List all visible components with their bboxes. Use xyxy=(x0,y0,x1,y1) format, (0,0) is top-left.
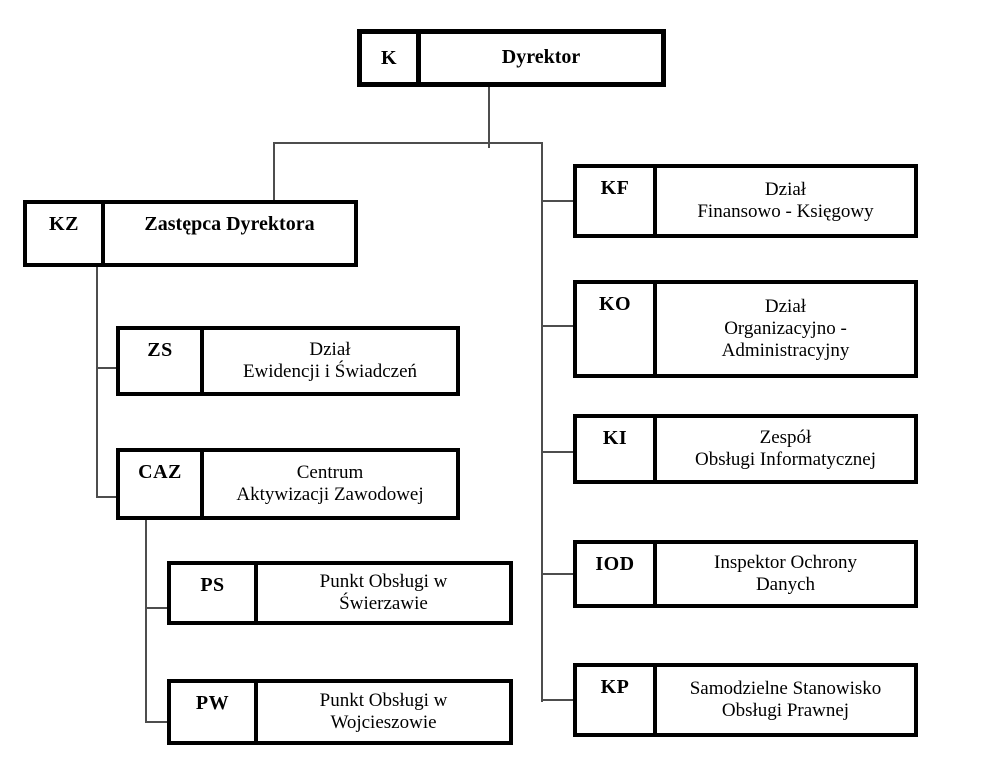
org-node-caz-code: CAZ xyxy=(120,452,204,516)
org-node-pw-code: PW xyxy=(171,683,258,741)
connector-line xyxy=(97,496,116,498)
org-node-caz-label: Centrum Aktywizacji Zawodowej xyxy=(236,461,424,505)
connector-line xyxy=(488,87,490,148)
org-node-punkt-wojcieszow: PW Punkt Obsługi w Wojcieszowie xyxy=(167,679,513,745)
org-node-kp-code: KP xyxy=(577,667,657,733)
org-node-kf-label: Dział Finansowo - Księgowy xyxy=(697,178,874,222)
connector-line xyxy=(146,721,167,723)
org-node-inspektor-ochrony-danych: IOD Inspektor Ochrony Danych xyxy=(573,540,918,608)
org-node-zs-code: ZS xyxy=(120,330,204,392)
org-node-ko-code: KO xyxy=(577,284,657,374)
org-node-dzial-finansowo-ksiegowy: KF Dział Finansowo - Księgowy xyxy=(573,164,918,238)
org-node-zastepca-dyrektora: KZ Zastępca Dyrektora xyxy=(23,200,358,267)
org-node-kf-code: KF xyxy=(577,168,657,234)
connector-line xyxy=(273,143,275,200)
org-node-ps-label: Punkt Obsługi w Świerzawie xyxy=(319,570,448,614)
connector-line xyxy=(542,573,573,575)
org-node-ki-label: Zespół Obsługi Informatycznej xyxy=(695,426,876,470)
connector-line xyxy=(97,367,116,369)
org-node-dyrektor: K Dyrektor xyxy=(357,29,666,87)
org-node-dyrektor-label: Dyrektor xyxy=(501,46,581,69)
org-node-zespol-obslugi-informatycznej: KI Zespół Obsługi Informatycznej xyxy=(573,414,918,484)
org-node-kp-label: Samodzielne Stanowisko Obsługi Prawnej xyxy=(689,677,882,721)
org-node-ko-label: Dział Organizacyjno - Administracyjny xyxy=(721,295,850,362)
connector-line xyxy=(146,607,167,609)
org-node-dzial-ewidencji: ZS Dział Ewidencji i Świadczeń xyxy=(116,326,460,396)
org-node-iod-code: IOD xyxy=(577,544,657,604)
org-node-zastepca-label: Zastępca Dyrektora xyxy=(144,213,315,235)
org-node-zs-label: Dział Ewidencji i Świadczeń xyxy=(242,338,418,382)
connector-line xyxy=(542,451,573,453)
connector-line xyxy=(273,142,543,144)
connector-line xyxy=(542,325,573,327)
connector-line xyxy=(96,267,98,498)
org-node-pw-label: Punkt Obsługi w Wojcieszowie xyxy=(319,689,448,733)
connector-line xyxy=(542,699,573,701)
org-node-dyrektor-code: K xyxy=(362,34,421,82)
connector-line xyxy=(542,200,573,202)
org-node-centrum-aktywizacji: CAZ Centrum Aktywizacji Zawodowej xyxy=(116,448,460,520)
org-node-zastepca-code: KZ xyxy=(27,204,105,263)
org-node-ki-code: KI xyxy=(577,418,657,480)
connector-line xyxy=(541,143,543,702)
connector-line xyxy=(145,520,147,723)
org-node-dzial-organizacyjno-administracyjny: KO Dział Organizacyjno - Administracyjny xyxy=(573,280,918,378)
org-node-stanowisko-obslugi-prawnej: KP Samodzielne Stanowisko Obsługi Prawne… xyxy=(573,663,918,737)
org-node-ps-code: PS xyxy=(171,565,258,621)
org-node-punkt-swierzawa: PS Punkt Obsługi w Świerzawie xyxy=(167,561,513,625)
org-node-iod-label: Inspektor Ochrony Danych xyxy=(714,551,857,595)
